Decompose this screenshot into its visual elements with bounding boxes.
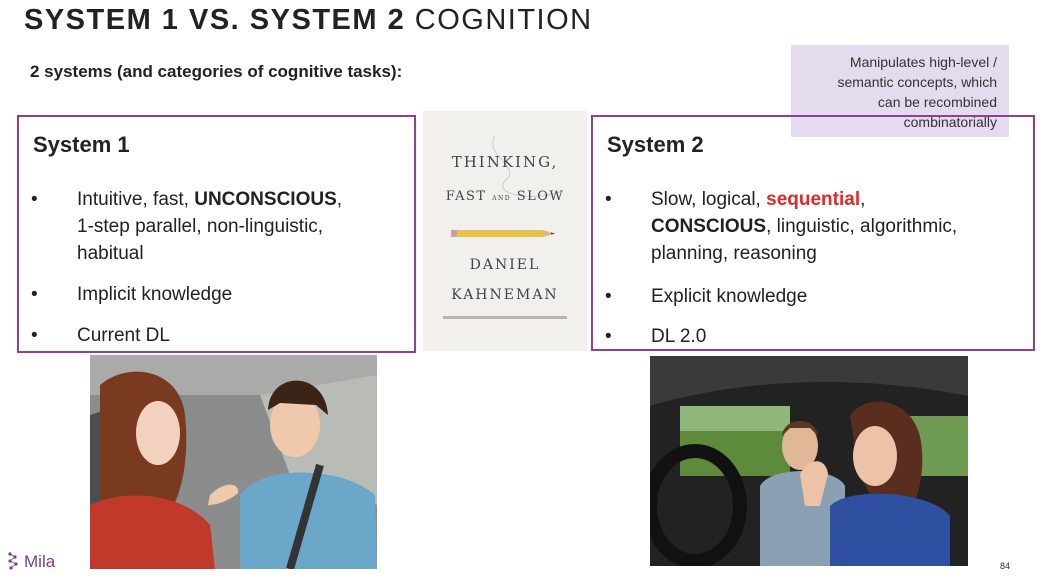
book-author-first: DANIEL [469,257,541,273]
book-author-last: KAHNEMAN [451,287,559,303]
talking-in-car-illustration [90,355,377,569]
page-number: 84 [1000,561,1011,571]
bullet-marker: • [31,284,38,305]
text-run: Slow, logical, [651,189,767,210]
text-run: , [336,189,343,210]
list-item-text: Implicit knowledge [77,284,233,305]
driving-lesson-photo [650,356,968,566]
bullet-marker: • [605,189,612,210]
system1-box: System 1 • Intuitive, fast, UNCONSCIOUS,… [17,115,416,353]
system2-heading: System 2 [607,132,704,157]
callout-box: Manipulates high-level / semantic concep… [791,45,1009,137]
slide-subtitle: 2 systems (and categories of cognitive t… [30,62,403,81]
list-item-text: DL 2.0 [651,326,707,347]
system1-heading: System 1 [33,132,130,157]
callout-line: Manipulates high-level / [849,54,997,70]
slide-title: SYSTEM 1 VS. SYSTEM 2 COGNITION [24,4,593,37]
slide-title-bold: SYSTEM 1 VS. SYSTEM 2 [24,4,406,36]
text-run: planning, reasoning [651,243,817,264]
mila-logo-icon [8,552,18,570]
bullet-marker: • [605,326,612,347]
book-title-line2: FAST AND SLOW [423,189,587,204]
list-item-text: Current DL [77,325,170,346]
book-cover-image: THINKING, FAST AND SLOW DANIEL KAHNEMAN [423,111,587,351]
book-title-line1: THINKING, [451,153,559,171]
text-run: Intuitive, fast, [77,189,195,210]
text-run-highlight: sequential [766,189,861,210]
system2-box: System 2 • Slow, logical, sequential, CO… [591,115,1035,351]
book-string-icon [451,135,564,237]
book-blurb-line [443,316,567,319]
bullet-marker: • [605,286,612,307]
bullet-marker: • [31,189,38,210]
mila-logo-text: Mila [24,552,56,571]
book-title-word: FAST [445,189,487,204]
callout-line: can be recombined [877,94,997,110]
text-run-bold: UNCONSCIOUS [194,189,337,210]
callout-line: semantic concepts, which [837,74,997,90]
text-run: habitual [77,243,144,264]
list-item-text: Explicit knowledge [651,286,808,307]
system2-list: • Slow, logical, sequential, CONSCIOUS, … [593,117,1033,349]
text-run: , [860,189,866,210]
book-title-word: AND [492,195,512,202]
bullet-marker: • [31,325,38,346]
system1-list: • Intuitive, fast, UNCONSCIOUS, 1-step p… [19,117,414,351]
text-run: , linguistic, algorithmic, [766,216,958,237]
text-run: 1-step parallel, non-linguistic, [77,216,324,237]
book-title-word: SLOW [516,189,565,204]
text-run-bold: CONSCIOUS [651,216,767,237]
callout-line: combinatorially [903,114,997,130]
slide-title-light: COGNITION [414,4,593,36]
